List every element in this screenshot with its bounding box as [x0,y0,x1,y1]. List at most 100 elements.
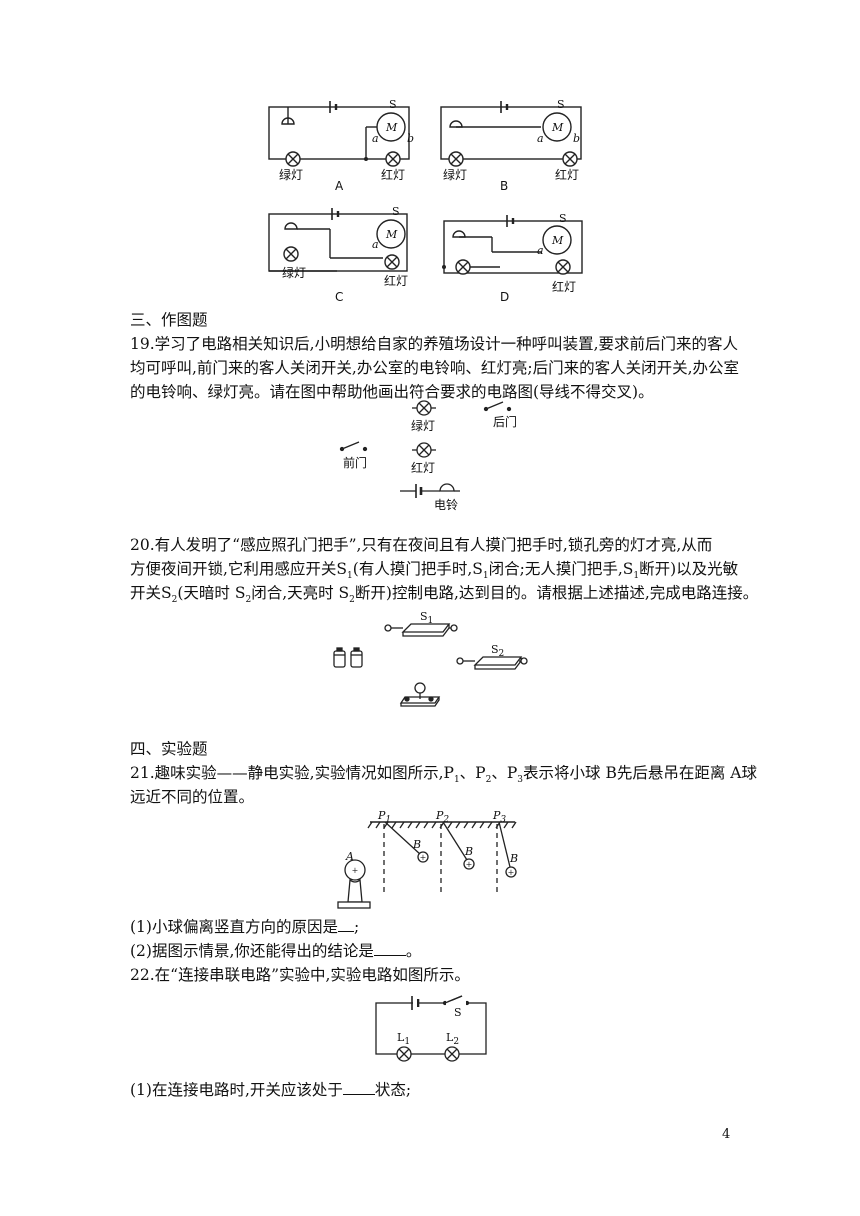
fig-a-option-label: A [335,179,344,193]
q21-line-1-c: 、P [491,764,518,782]
q22-switch-label: S [454,1006,462,1019]
fig-a-label-m: M [386,121,398,134]
fig-d-label-s: S [559,212,567,225]
q21-q2-text: (2)据图示情景,你还能得出的结论是 [130,942,374,960]
q20-line-2-b: (有人摸门把手时,S [352,560,483,578]
q19-line-2: 均可呼叫,前门来的客人关闭开关,办公室的电铃响、红灯亮;后门来的客人关闭开关,办… [130,359,740,377]
q21-sub-question-2: (2)据图示情景,你还能得出的结论是 。 [130,938,421,964]
q21-ball-b-label-3: B [510,852,519,865]
fig-c-label-s: S [392,205,400,218]
q22-l-letter: L [397,1031,405,1044]
q21-label-p1: P1 [378,809,391,825]
q21-sub: 1 [453,775,460,786]
q21-ball-b-label-2: B [465,845,474,858]
q22-l2-label: L2 [446,1031,459,1047]
q20-s2-letter: S [491,643,499,656]
q20-line-3-d: 断开)控制电路,达到目的。请根据上述描述,完成电路连接。 [354,584,759,602]
fig-b-label-s: S [557,98,565,111]
q21-p-letter: P [493,809,501,822]
q22-q1-text: (1)在连接电路时,开关应该处于 [130,1081,343,1099]
q19-red-lamp-label: 红灯 [411,461,436,475]
section-heading-3: 三、作图题 [130,311,208,329]
ball-a-charge-sign: + [352,866,359,875]
q21-line-2: 远近不同的位置。 [130,788,255,806]
q22-l1-label: L1 [397,1031,410,1047]
q21-line-1-a: 21.趣味实验——静电实验,实验情况如图所示,P [130,764,454,782]
q20-line-2-a: 方便夜间开锁,它利用感应开关S [130,560,348,578]
ball-charge-sign: + [466,860,473,869]
fig-c-label-m: M [386,228,398,241]
fig-b-label-a: a [537,132,544,145]
q20-s1-label: S1 [420,610,433,626]
q21-q1-text: (1)小球偏离竖直方向的原因是 [130,918,338,936]
q21-line-1-d: 表示将小球 B先后悬吊在距离 A球 [523,764,757,782]
q21-label-p2: P2 [436,809,449,825]
fig-b-label-b: b [573,132,581,145]
q21-line-1-b: 、P [459,764,486,782]
q20-sub: 1 [633,571,640,582]
fig-a-red-lamp-label: 红灯 [381,168,406,182]
fig-c-option-label: C [335,290,344,304]
q21-line-1: 21.趣味实验——静电实验,实验情况如图所示,P1、P2、P3表示将小球 B先后… [130,760,757,793]
q21-sub: 2 [485,775,492,786]
ball-charge-sign: + [508,868,515,877]
q20-line-2-d: 断开)以及光敏 [639,560,739,578]
q19-line-1: 19.学习了电路相关知识后,小明想给自家的养殖场设计一种呼叫装置,要求前后门来的… [130,335,739,353]
fig-d-label-a: a [537,244,544,257]
fig-b-green-lamp-label: 绿灯 [443,168,468,182]
q20-line-3-c: 闭合,天亮时 S [251,584,350,602]
fig-d-option-label: D [500,290,510,304]
q20-sub: 2 [171,595,178,606]
fig-a-label-a: a [372,132,379,145]
q21-sub: 3 [517,775,524,786]
q20-s2-label: S2 [491,643,504,659]
fig-c-green-lamp-label: 绿灯 [282,266,307,280]
q19-front-door-label: 前门 [343,456,368,470]
fig-b-option-label: B [500,179,509,193]
q20-sub: 1 [482,571,489,582]
ball-charge-sign: + [420,853,427,862]
q22-l-letter: L [446,1031,454,1044]
fig-b-label-m: M [552,121,564,134]
fig-c-red-lamp-label: 红灯 [384,274,409,288]
q21-q2-end: 。 [405,942,422,960]
fig-b-red-lamp-label: 红灯 [555,168,580,182]
answer-blank[interactable] [373,939,406,956]
answer-blank[interactable] [337,915,354,932]
q21-p-letter: P [378,809,386,822]
q21-p-sub: 3 [500,815,507,826]
q20-s1-sub: 1 [427,616,434,627]
q21-p-sub: 1 [385,815,392,826]
q20-sub: 1 [347,571,353,582]
fig-d-label-m: M [552,234,564,247]
q22-q1-end: 状态; [374,1081,412,1099]
q20-sub: 2 [349,595,355,606]
q19-back-door-label: 后门 [493,415,518,429]
q20-sub: 2 [245,595,252,606]
q20-line-2: 方便夜间开锁,它利用感应开关S1(有人摸门把手时,S1闭合;无人摸门把手,S1断… [130,556,738,589]
q21-ball-a-label: A [346,850,354,863]
fig-a-green-lamp-label: 绿灯 [279,168,304,182]
q20-line-3-a: 开关S [130,584,172,602]
q20-s2-sub: 2 [498,649,505,660]
q21-label-p3: P3 [493,809,506,825]
q20-line-2-c: 闭合;无人摸门把手,S [488,560,634,578]
page-number: 4 [722,1127,731,1142]
answer-blank[interactable] [342,1078,375,1095]
q19-line-3: 的电铃响、绿灯亮。请在图中帮助他画出符合要求的电路图(导线不得交叉)。 [130,383,654,401]
q19-green-lamp-label: 绿灯 [411,419,436,433]
fig-d-red-lamp-label: 红灯 [552,280,577,294]
fig-a-label-s: S [389,98,397,111]
q19-bell-label: 电铃 [434,498,459,512]
fig-a-label-b: b [407,132,415,145]
q22-l-sub: 1 [404,1037,411,1048]
q21-q1-end: ; [353,918,360,936]
fig-c-label-a: a [372,238,379,251]
q21-ball-b-label-1: B [413,838,422,851]
q20-line-3: 开关S2(天暗时 S2闭合,天亮时 S2断开)控制电路,达到目的。请根据上述描述… [130,580,758,613]
